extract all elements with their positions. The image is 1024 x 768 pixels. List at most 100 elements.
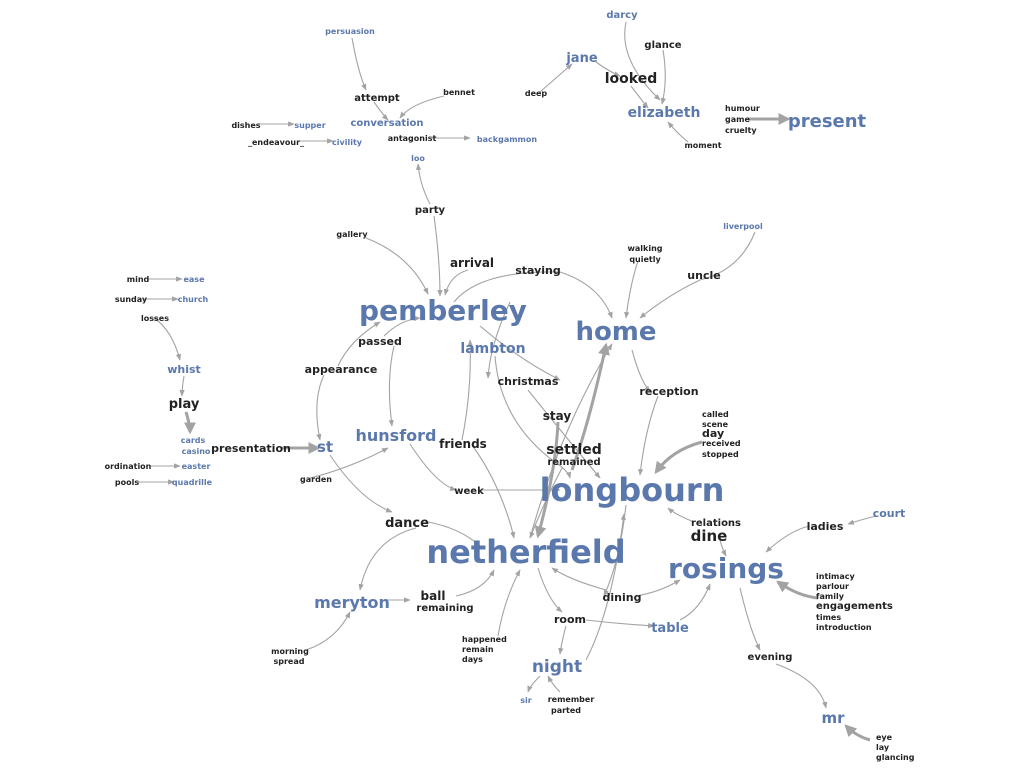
node-pemberley[interactable]: pemberley [359,294,527,327]
node-backgammon[interactable]: backgammon [477,135,537,144]
node-christmas[interactable]: christmas [498,375,559,388]
node-spread[interactable]: spread [274,657,305,666]
node-glancing[interactable]: glancing [876,753,915,762]
node-evening[interactable]: evening [748,652,793,663]
node-endeavour[interactable]: _endeavour_ [248,138,304,147]
node-day[interactable]: day [702,427,724,440]
node-attempt[interactable]: attempt [354,93,400,104]
node-casino[interactable]: casino [182,447,211,456]
node-intimacy[interactable]: intimacy [816,572,855,581]
node-antagonist[interactable]: antagonist [388,134,437,143]
node-stopped[interactable]: stopped [702,450,739,459]
node-party[interactable]: party [415,205,446,216]
node-stay[interactable]: stay [543,409,572,423]
node-relations[interactable]: relations [691,518,741,529]
node-days[interactable]: days [462,655,483,664]
node-ordination[interactable]: ordination [105,462,152,471]
node-civility[interactable]: civility [332,138,363,147]
node-eye[interactable]: eye [876,733,893,742]
node-parlour[interactable]: parlour [816,582,849,591]
node-called[interactable]: called [702,410,729,419]
node-losses[interactable]: losses [141,314,169,323]
node-scene[interactable]: scene [702,420,729,429]
node-ease[interactable]: ease [183,275,205,284]
node-sunday[interactable]: sunday [115,295,148,304]
node-dishes[interactable]: dishes [231,121,260,130]
node-game[interactable]: game [725,115,750,124]
node-family[interactable]: family [816,592,845,601]
node-quietly[interactable]: quietly [629,255,661,264]
node-st[interactable]: st [317,438,333,456]
node-mind[interactable]: mind [127,275,150,284]
node-gallery[interactable]: gallery [336,230,368,239]
node-remaining[interactable]: remaining [416,603,473,614]
node-arrival[interactable]: arrival [450,256,494,270]
node-cards[interactable]: cards [181,436,206,445]
node-room[interactable]: room [554,613,586,626]
node-rosings[interactable]: rosings [668,552,784,585]
node-hunsford[interactable]: hunsford [356,426,437,445]
node-jane[interactable]: jane [565,51,597,66]
node-conversation[interactable]: conversation [350,118,423,129]
node-persuasion[interactable]: persuasion [325,27,375,36]
node-church[interactable]: church [178,295,209,304]
node-dance[interactable]: dance [385,516,429,531]
node-loo[interactable]: loo [411,154,425,163]
node-supper[interactable]: supper [294,121,325,130]
node-table[interactable]: table [651,621,689,636]
node-pools[interactable]: pools [115,478,139,487]
node-morning[interactable]: morning [271,647,309,656]
node-liverpool[interactable]: liverpool [723,222,763,231]
node-easter[interactable]: easter [182,462,211,471]
node-settled[interactable]: settled [546,442,602,458]
node-happened[interactable]: happened [462,635,507,644]
node-presentation[interactable]: presentation [211,442,291,455]
node-darcy[interactable]: darcy [606,10,638,21]
node-present[interactable]: present [788,111,867,132]
node-week[interactable]: week [454,486,484,497]
node-netherfield[interactable]: netherfield [426,533,625,571]
node-bennet[interactable]: bennet [443,88,475,97]
node-friends[interactable]: friends [439,437,487,451]
node-lay[interactable]: lay [876,743,890,752]
node-parted[interactable]: parted [551,706,581,715]
node-garden[interactable]: garden [300,475,332,484]
node-meryton[interactable]: meryton [314,593,390,612]
node-court[interactable]: court [873,507,906,520]
node-glance[interactable]: glance [644,40,681,51]
node-cruelty[interactable]: cruelty [725,126,757,135]
node-reception[interactable]: reception [639,385,698,398]
node-quadrille[interactable]: quadrille [172,478,213,487]
node-staying[interactable]: staying [515,264,561,277]
node-times[interactable]: times [816,613,841,622]
node-engagements[interactable]: engagements [816,601,893,612]
node-elizabeth[interactable]: elizabeth [628,105,701,121]
node-passed[interactable]: passed [358,335,402,348]
node-walking[interactable]: walking [627,244,662,253]
node-home[interactable]: home [575,317,656,347]
node-sir[interactable]: sir [520,696,532,705]
node-looked[interactable]: looked [605,71,658,87]
node-introduction[interactable]: introduction [816,623,872,632]
node-dine[interactable]: dine [691,527,728,545]
node-dining[interactable]: dining [603,591,642,604]
node-mr[interactable]: mr [821,709,845,727]
node-received[interactable]: received [702,439,741,448]
node-whist[interactable]: whist [167,363,201,376]
node-ball[interactable]: ball [421,589,446,603]
node-remained[interactable]: remained [547,457,600,468]
edges [138,21,877,742]
node-deep[interactable]: deep [525,89,548,98]
node-lambton[interactable]: lambton [460,341,525,357]
node-night[interactable]: night [532,657,582,677]
node-longbourn[interactable]: longbourn [540,471,725,509]
node-moment[interactable]: moment [684,141,721,150]
node-uncle[interactable]: uncle [687,269,720,282]
node-humour[interactable]: humour [725,104,760,113]
node-ladies[interactable]: ladies [807,520,844,533]
node-play[interactable]: play [169,397,200,412]
node-remember[interactable]: remember [548,695,595,704]
node-remain[interactable]: remain [462,645,494,654]
node-appearance[interactable]: appearance [305,363,378,376]
